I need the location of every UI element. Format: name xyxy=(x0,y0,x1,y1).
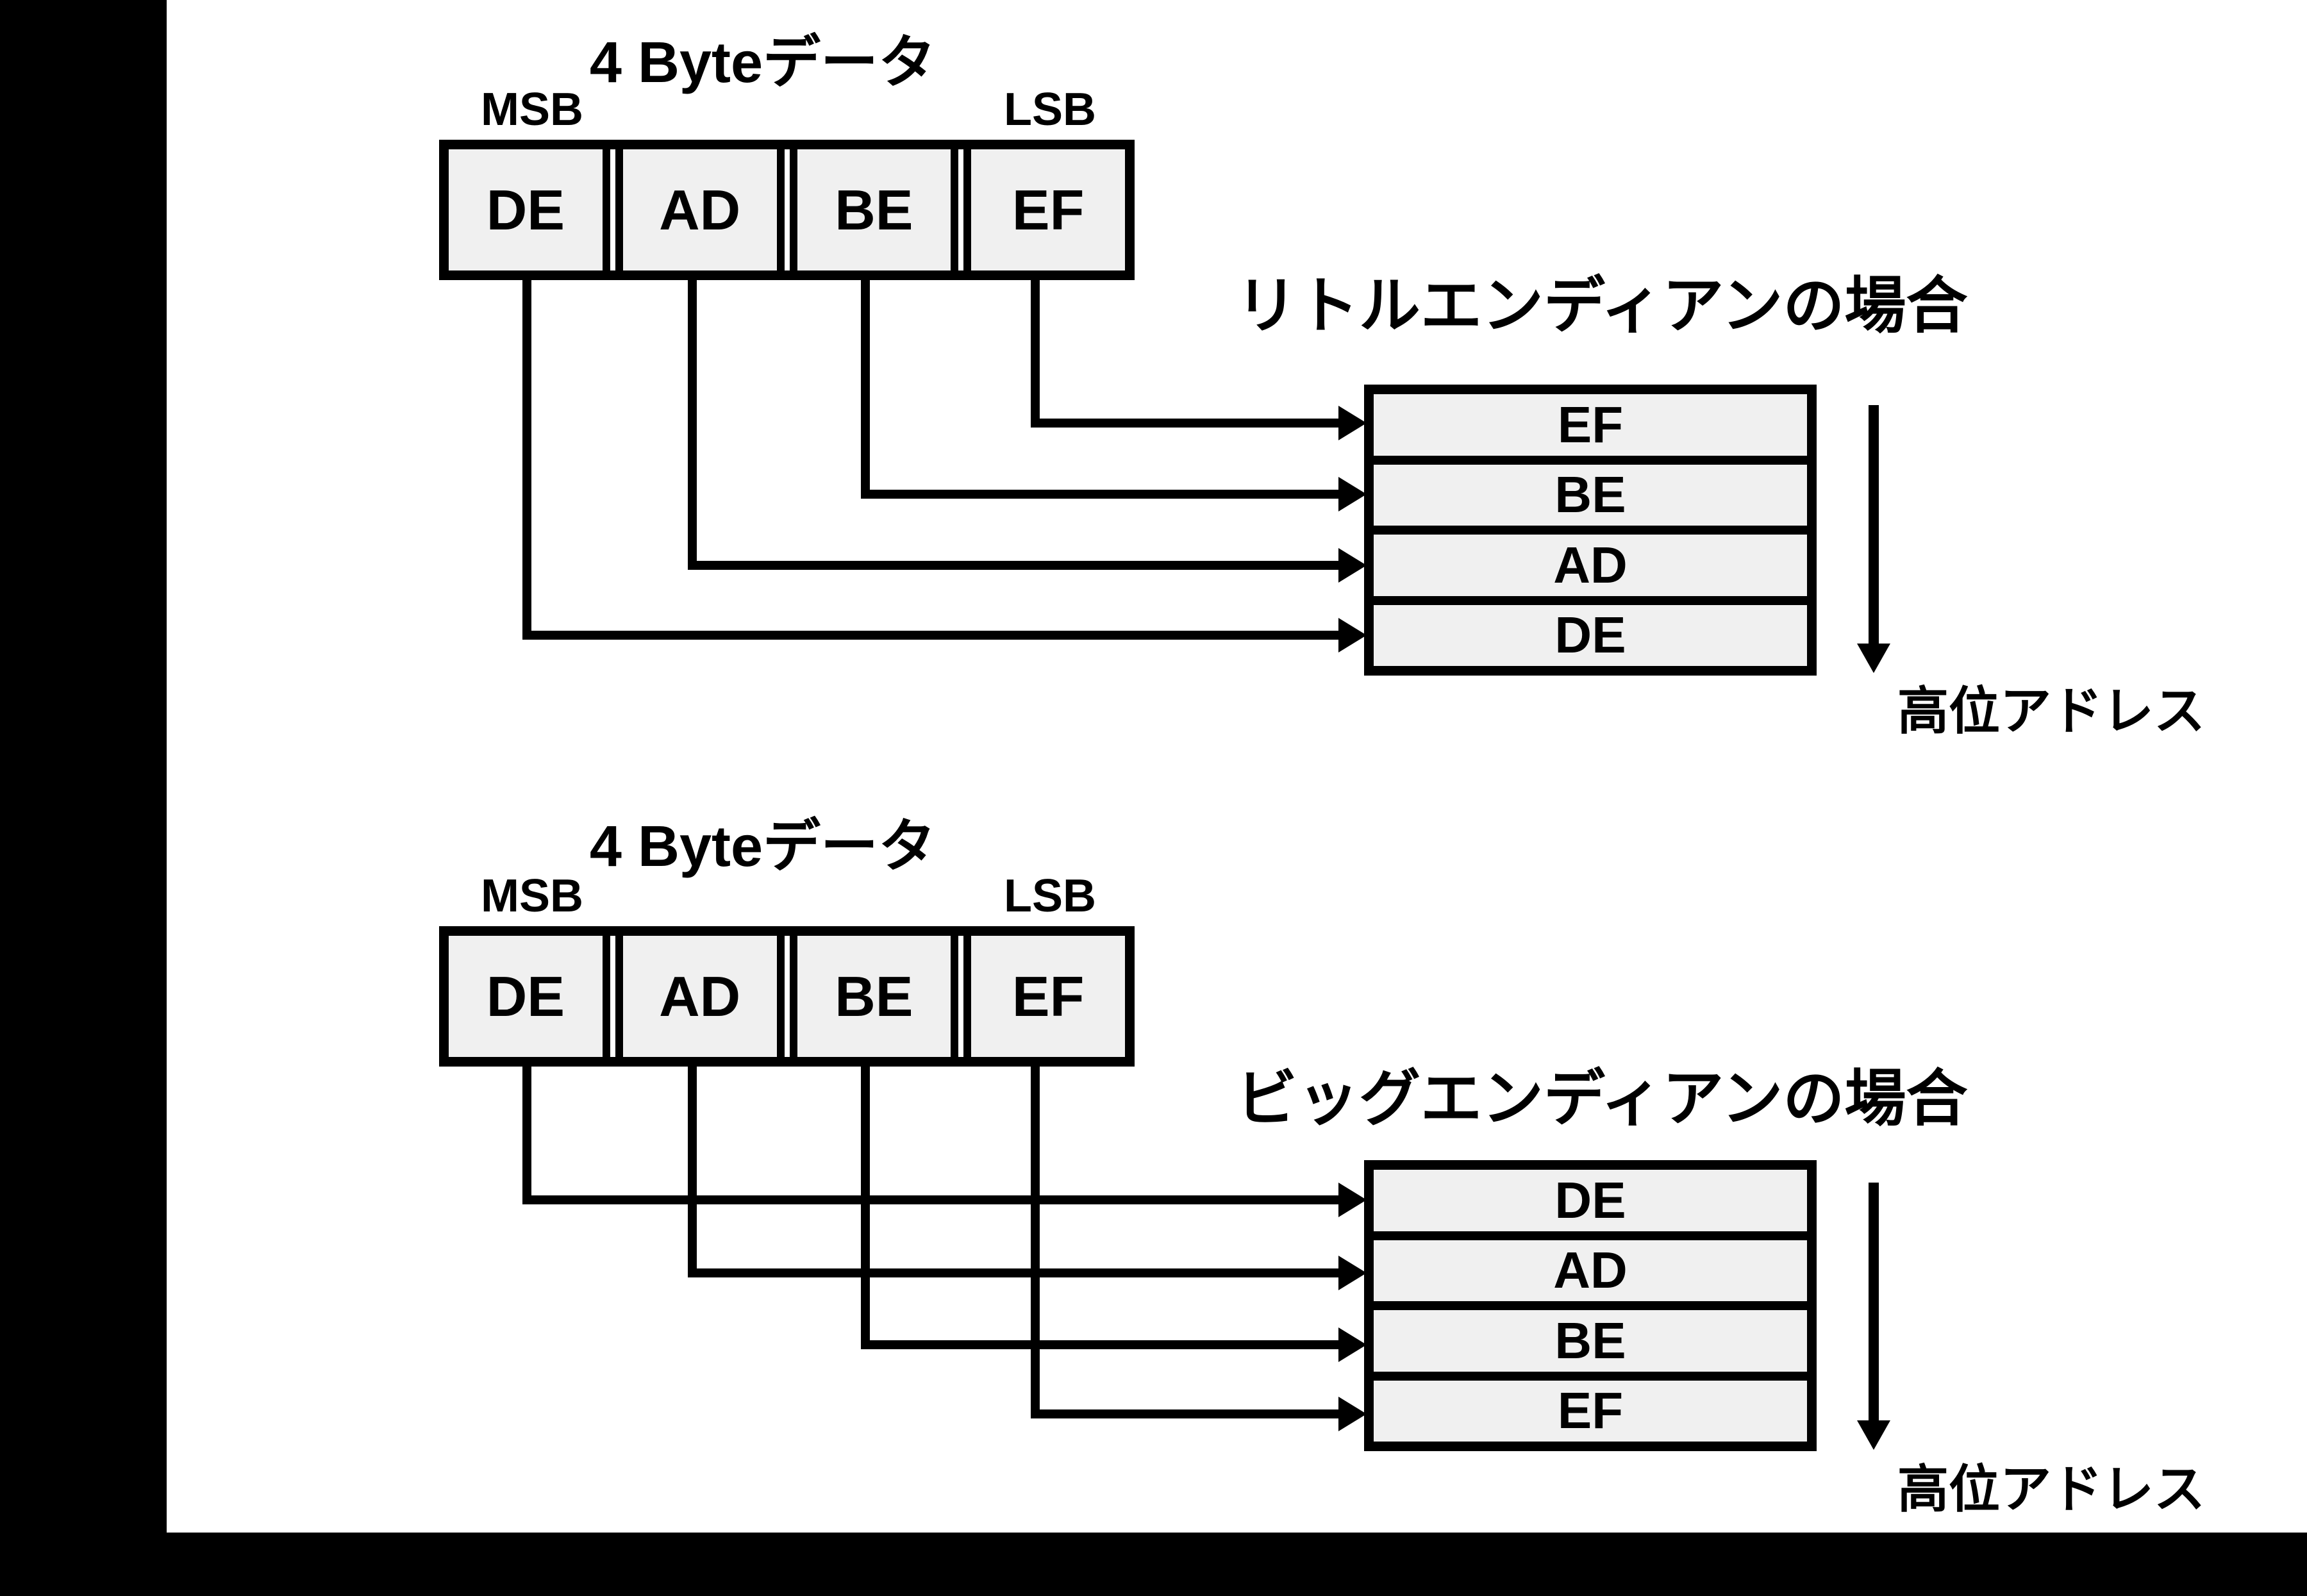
byte-cell: AD xyxy=(615,936,785,1057)
byte-cell: BE xyxy=(789,936,959,1057)
big-endian-title: ビッグエンディアンの場合 xyxy=(1236,1065,1968,1133)
byte-data-title: 4 Byteデータ xyxy=(589,815,937,879)
connector-line xyxy=(1031,1065,1040,1418)
byte-cell: AD xyxy=(615,149,785,270)
connector-line xyxy=(688,1065,697,1277)
arrowhead-icon xyxy=(1338,1256,1367,1290)
high-address-label: 高位アドレス xyxy=(1897,1461,2205,1518)
lsb-label: LSB xyxy=(1004,84,1096,135)
connector-line xyxy=(688,561,1343,570)
memory-row: AD xyxy=(1374,1240,1807,1301)
connector-line xyxy=(861,1340,1343,1349)
down-arrowhead-icon xyxy=(1857,644,1890,673)
lsb-label: LSB xyxy=(1004,870,1096,922)
byte-cell: DE xyxy=(449,936,610,1057)
msb-label: MSB xyxy=(481,84,583,135)
connector-line xyxy=(1031,1409,1343,1418)
memory-row: DE xyxy=(1374,1170,1807,1231)
connector-line xyxy=(1031,419,1343,428)
down-arrowhead-icon xyxy=(1857,1420,1890,1450)
arrowhead-icon xyxy=(1338,406,1367,440)
connector-line xyxy=(861,279,870,499)
memory-row: BE xyxy=(1374,464,1807,526)
memory-row: DE xyxy=(1374,604,1807,666)
memory-stack: DE AD BE EF xyxy=(1364,1160,1817,1451)
byte-cell: EF xyxy=(963,149,1125,270)
connector-line xyxy=(522,279,531,640)
connector-line xyxy=(522,631,1343,640)
high-address-label: 高位アドレス xyxy=(1897,683,2205,740)
msb-label: MSB xyxy=(481,870,583,922)
connector-line xyxy=(688,1268,1343,1277)
connector-line xyxy=(522,1065,531,1204)
byte-register-box: DE AD BE EF xyxy=(439,140,1135,280)
address-direction-arrow xyxy=(1869,405,1879,647)
connector-line xyxy=(1031,279,1040,428)
bottom-black-band xyxy=(0,1533,2307,1596)
connector-line xyxy=(861,1065,870,1349)
byte-cell: EF xyxy=(963,936,1125,1057)
address-direction-arrow xyxy=(1869,1183,1879,1424)
arrowhead-icon xyxy=(1338,1397,1367,1431)
memory-row: EF xyxy=(1374,394,1807,456)
arrowhead-icon xyxy=(1338,618,1367,653)
connector-line xyxy=(861,490,1343,499)
connector-line xyxy=(522,1195,1343,1204)
byte-cell: BE xyxy=(789,149,959,270)
memory-row: EF xyxy=(1374,1380,1807,1442)
memory-stack: EF BE AD DE xyxy=(1364,385,1817,676)
memory-row: AD xyxy=(1374,535,1807,596)
byte-cell: DE xyxy=(449,149,610,270)
byte-register-box: DE AD BE EF xyxy=(439,926,1135,1067)
arrowhead-icon xyxy=(1338,1183,1367,1217)
arrowhead-icon xyxy=(1338,477,1367,511)
memory-row: BE xyxy=(1374,1310,1807,1372)
left-black-band xyxy=(0,0,167,1596)
little-endian-title: リトルエンディアンの場合 xyxy=(1236,272,1968,340)
byte-data-title: 4 Byteデータ xyxy=(589,31,937,95)
connector-line xyxy=(688,279,697,570)
arrowhead-icon xyxy=(1338,548,1367,583)
arrowhead-icon xyxy=(1338,1327,1367,1362)
